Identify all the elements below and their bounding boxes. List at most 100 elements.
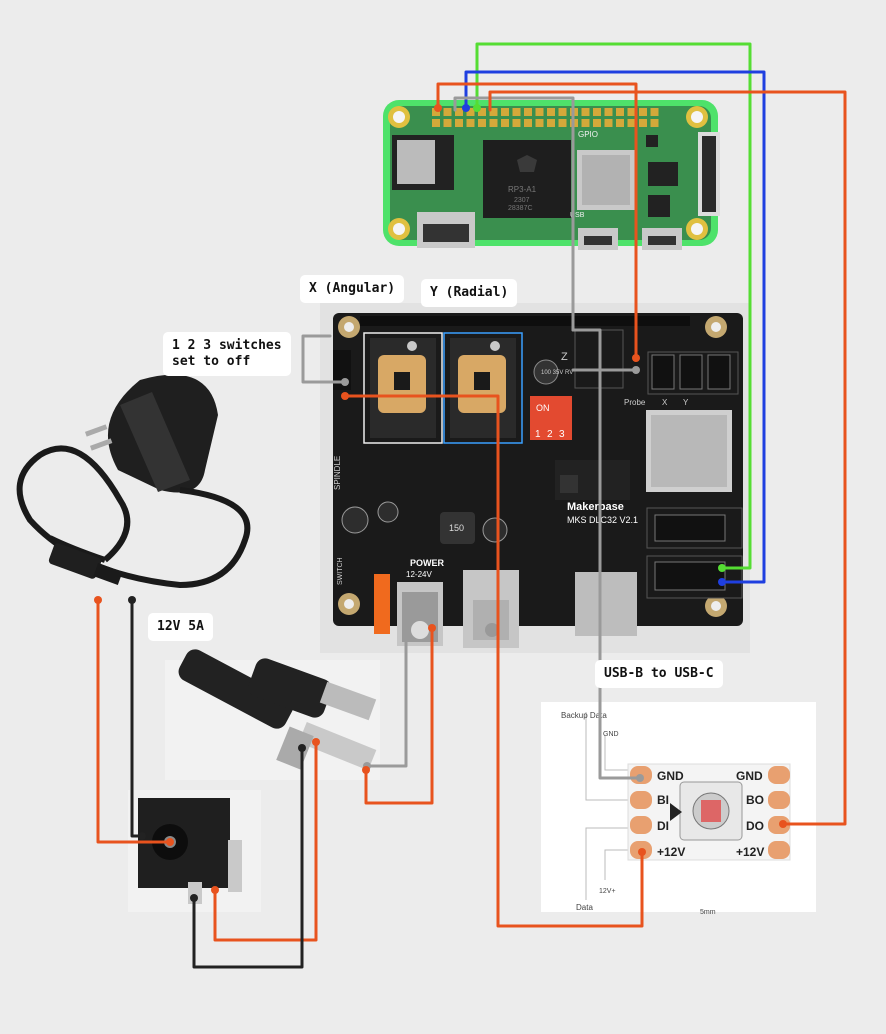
wire-gray-switches	[301, 334, 347, 384]
limit-x-label: X	[662, 398, 668, 407]
mks-dlc32-board: 100 35V RVT Z ON 1 2 3 Probe X Y Makerba…	[320, 303, 750, 653]
wire-orange-led-12v	[343, 394, 644, 928]
wire-jack-positive	[213, 740, 318, 942]
gpio-pin	[478, 108, 486, 116]
v12-small-label: 12V+	[599, 888, 616, 895]
led-pad-left	[630, 791, 652, 809]
gpio-pin	[639, 119, 647, 127]
gpio-pin	[535, 119, 544, 127]
cap-top: 100 35V RVT	[541, 370, 577, 376]
gpio-pin	[547, 119, 555, 127]
wire-dots	[94, 104, 787, 902]
gpio-pin	[466, 119, 475, 127]
gpio-pin	[432, 108, 440, 116]
probe-label: Probe	[624, 398, 646, 407]
led-pad-right-2: DO	[746, 819, 764, 833]
dc-plug-photo	[165, 649, 380, 780]
wire-green	[475, 42, 752, 570]
wire-gray-gpio	[453, 96, 575, 332]
gpio-pin	[593, 119, 601, 127]
raspberry-pi-zero: GPIO RP3-A1 2307 28387C USB	[383, 100, 720, 250]
gpio-pin	[558, 108, 567, 116]
led-pad-left	[630, 816, 652, 834]
y-axis-label: Y (Radial)	[421, 279, 518, 307]
gpio-pin	[443, 108, 452, 116]
z-label: Z	[561, 351, 568, 363]
x-axis-label: X (Angular)	[300, 275, 405, 303]
data-small-label: Data	[576, 903, 593, 912]
dip-switch[interactable]	[530, 396, 572, 440]
led-pad-left-0: GND	[657, 769, 684, 783]
wire-gray-led-gnd	[571, 328, 642, 780]
gpio-pin	[627, 108, 636, 116]
led-pad-right	[768, 791, 790, 809]
wire-orange-probe	[436, 82, 638, 360]
spindle-label: SPINDLE	[333, 456, 342, 490]
switches-label: 1 2 3 switches set to off	[163, 332, 291, 376]
gpio-pin	[616, 119, 624, 127]
power-label: POWER	[410, 558, 445, 568]
brand-label: Makerbase	[567, 501, 624, 513]
wires	[96, 42, 847, 969]
inductor-label: 150	[449, 523, 464, 533]
soc-line2: 2307	[514, 197, 530, 204]
soc-line1: RP3-A1	[508, 185, 537, 194]
gpio-header	[432, 108, 659, 127]
gpio-pin	[455, 108, 463, 116]
gpio-pin	[558, 119, 567, 127]
dip-num-2: 2	[547, 429, 553, 440]
gpio-label: GPIO	[578, 130, 598, 139]
gpio-pin	[639, 108, 647, 116]
gpio-pin	[650, 108, 659, 116]
gpio-pin	[524, 108, 532, 116]
wire-jack-negative	[192, 746, 304, 969]
led-pad-left-1: BI	[657, 793, 669, 807]
soc-line3: 28387C	[508, 205, 533, 212]
gpio-pin	[501, 119, 509, 127]
led-pad-right	[768, 841, 790, 859]
dip-num-1: 1	[535, 429, 541, 440]
gpio-pin	[489, 119, 498, 127]
gpio-pin	[466, 108, 475, 116]
gpio-pin	[593, 108, 601, 116]
led-pad-right-0: GND	[736, 769, 763, 783]
power-adapter	[16, 374, 251, 589]
gpio-pin	[616, 108, 624, 116]
switch-label: SWITCH	[337, 557, 344, 585]
led-pad-right-1: BO	[746, 793, 764, 807]
gpio-pin	[547, 108, 555, 116]
dip-num-3: 3	[559, 429, 565, 440]
gpio-pin	[501, 108, 509, 116]
gpio-pin	[581, 108, 590, 116]
led-pad-right-3: +12V	[736, 845, 764, 859]
model-label: MKS DLC32 V2.1	[567, 515, 638, 525]
dim-label: 5mm	[700, 909, 716, 916]
usb-label: USB	[570, 212, 585, 219]
usb-cable-label: USB-B to USB-C	[595, 660, 723, 688]
gpio-pin	[512, 108, 521, 116]
led-pad-left-2: DI	[657, 819, 669, 833]
limit-y-label: Y	[683, 398, 689, 407]
gpio-pin	[604, 119, 613, 127]
dc-jack-photo	[128, 790, 261, 912]
wire-orange-power	[364, 626, 434, 805]
gpio-pin	[627, 119, 636, 127]
led-pad-left-3: +12V	[657, 845, 685, 859]
backup-data-label: Backup Data	[561, 711, 607, 720]
power-range-label: 12-24V	[406, 570, 432, 579]
gpio-pin	[650, 119, 659, 127]
gpio-pin	[524, 119, 532, 127]
gpio-pin	[512, 119, 521, 127]
gpio-pin	[443, 119, 452, 127]
gpio-pin	[455, 119, 463, 127]
dip-on-label: ON	[536, 403, 550, 413]
wire-orange-led-data	[488, 90, 847, 826]
gpio-pin	[489, 108, 498, 116]
led-pad-right	[768, 766, 790, 784]
gpio-pin	[535, 108, 544, 116]
wire-gray-power	[365, 626, 408, 768]
gpio-pin	[604, 108, 613, 116]
led-strip-diagram: Backup Data GND 12V+ Data 5mm	[541, 702, 816, 916]
